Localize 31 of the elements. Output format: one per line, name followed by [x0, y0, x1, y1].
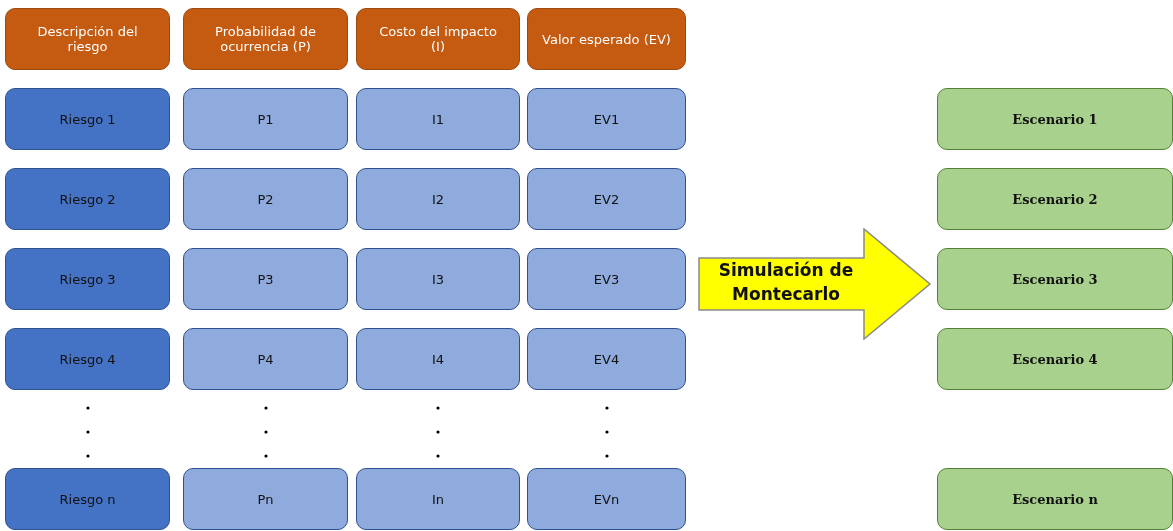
scenario-box: Escenario 1: [937, 88, 1173, 150]
value-box: Pn: [183, 468, 348, 530]
value-box: I4: [356, 328, 520, 390]
value-box: EVn: [527, 468, 686, 530]
column-header: Costo del impacto (I): [356, 8, 520, 70]
scenario-box: Escenario 4: [937, 328, 1173, 390]
column-header: Probabilidad de ocurrencia (P): [183, 8, 348, 70]
value-box: In: [356, 468, 520, 530]
risk-box: Riesgo 4: [5, 328, 170, 390]
value-box: EV3: [527, 248, 686, 310]
value-box: P4: [183, 328, 348, 390]
risk-box: Riesgo 1: [5, 88, 170, 150]
risk-box: Riesgo 3: [5, 248, 170, 310]
block-arrow: [698, 228, 932, 340]
value-box: EV1: [527, 88, 686, 150]
value-box: I1: [356, 88, 520, 150]
value-box: I2: [356, 168, 520, 230]
risk-box: Riesgo n: [5, 468, 170, 530]
scenario-box: Escenario 2: [937, 168, 1173, 230]
scenario-box: Escenario n: [937, 468, 1173, 530]
column-header: Valor esperado (EV): [527, 8, 686, 70]
value-box: EV4: [527, 328, 686, 390]
value-box: P3: [183, 248, 348, 310]
risk-box: Riesgo 2: [5, 168, 170, 230]
value-box: P1: [183, 88, 348, 150]
arrow-label: Simulación de Montecarlo: [717, 259, 855, 306]
value-box: EV2: [527, 168, 686, 230]
value-box: I3: [356, 248, 520, 310]
column-header: Descripción del riesgo: [5, 8, 170, 70]
value-box: P2: [183, 168, 348, 230]
scenario-box: Escenario 3: [937, 248, 1173, 310]
